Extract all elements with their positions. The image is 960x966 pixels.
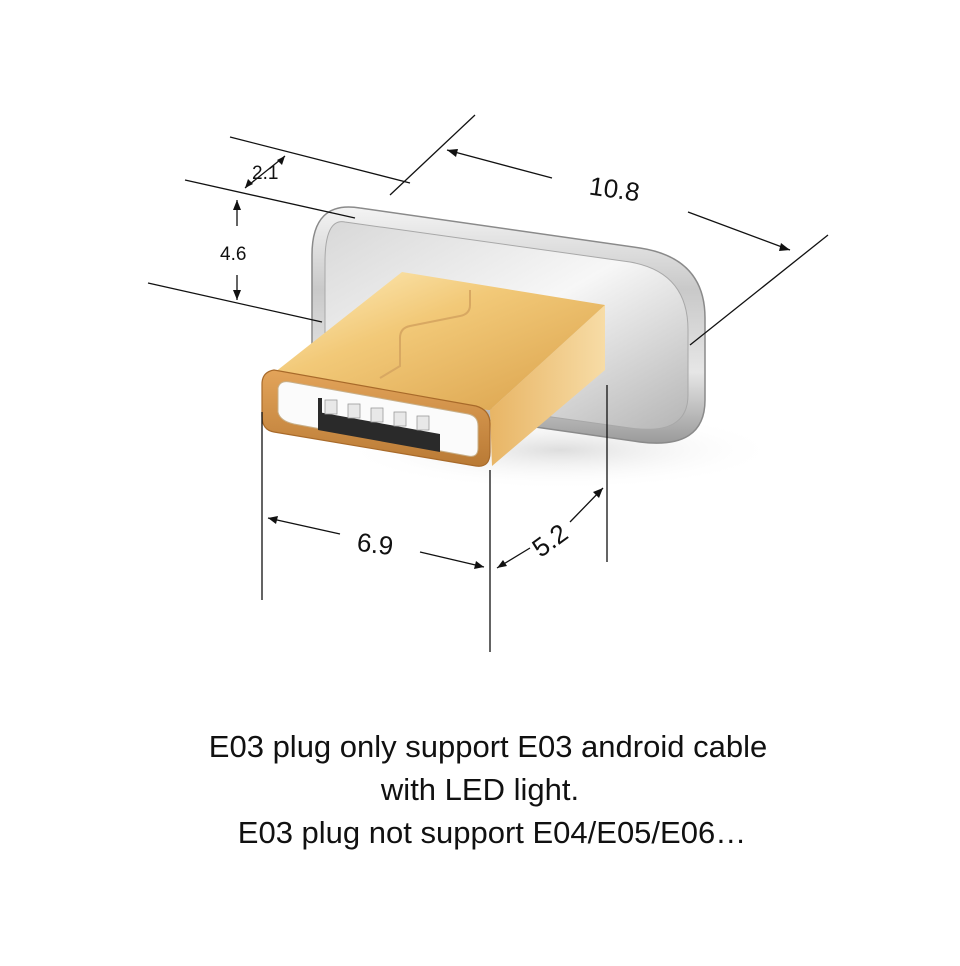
dimension-label-plug-depth: 5.2	[526, 518, 573, 564]
dimension-label-plug-width: 6.9	[355, 527, 395, 561]
arrowheads	[233, 149, 790, 569]
caption-line: E03 plug not support E04/E05/E06…	[237, 815, 747, 850]
socket-contacts	[318, 398, 440, 452]
caption-line: E03 plug only support E03 android cable	[208, 729, 768, 764]
gold-micro-usb-plug	[261, 272, 605, 467]
dimension-label-overall-width: 10.8	[587, 171, 641, 208]
dimension-label-height: 4.6	[220, 244, 246, 265]
magnetic-plug-dimension-diagram: 2.1 4.6 10.8 6.9 5.2	[147, 114, 829, 652]
caption-line: with LED light.	[380, 772, 580, 807]
dimension-label-top-thickness: 2.1	[252, 163, 278, 184]
dimension-lines	[147, 114, 829, 652]
